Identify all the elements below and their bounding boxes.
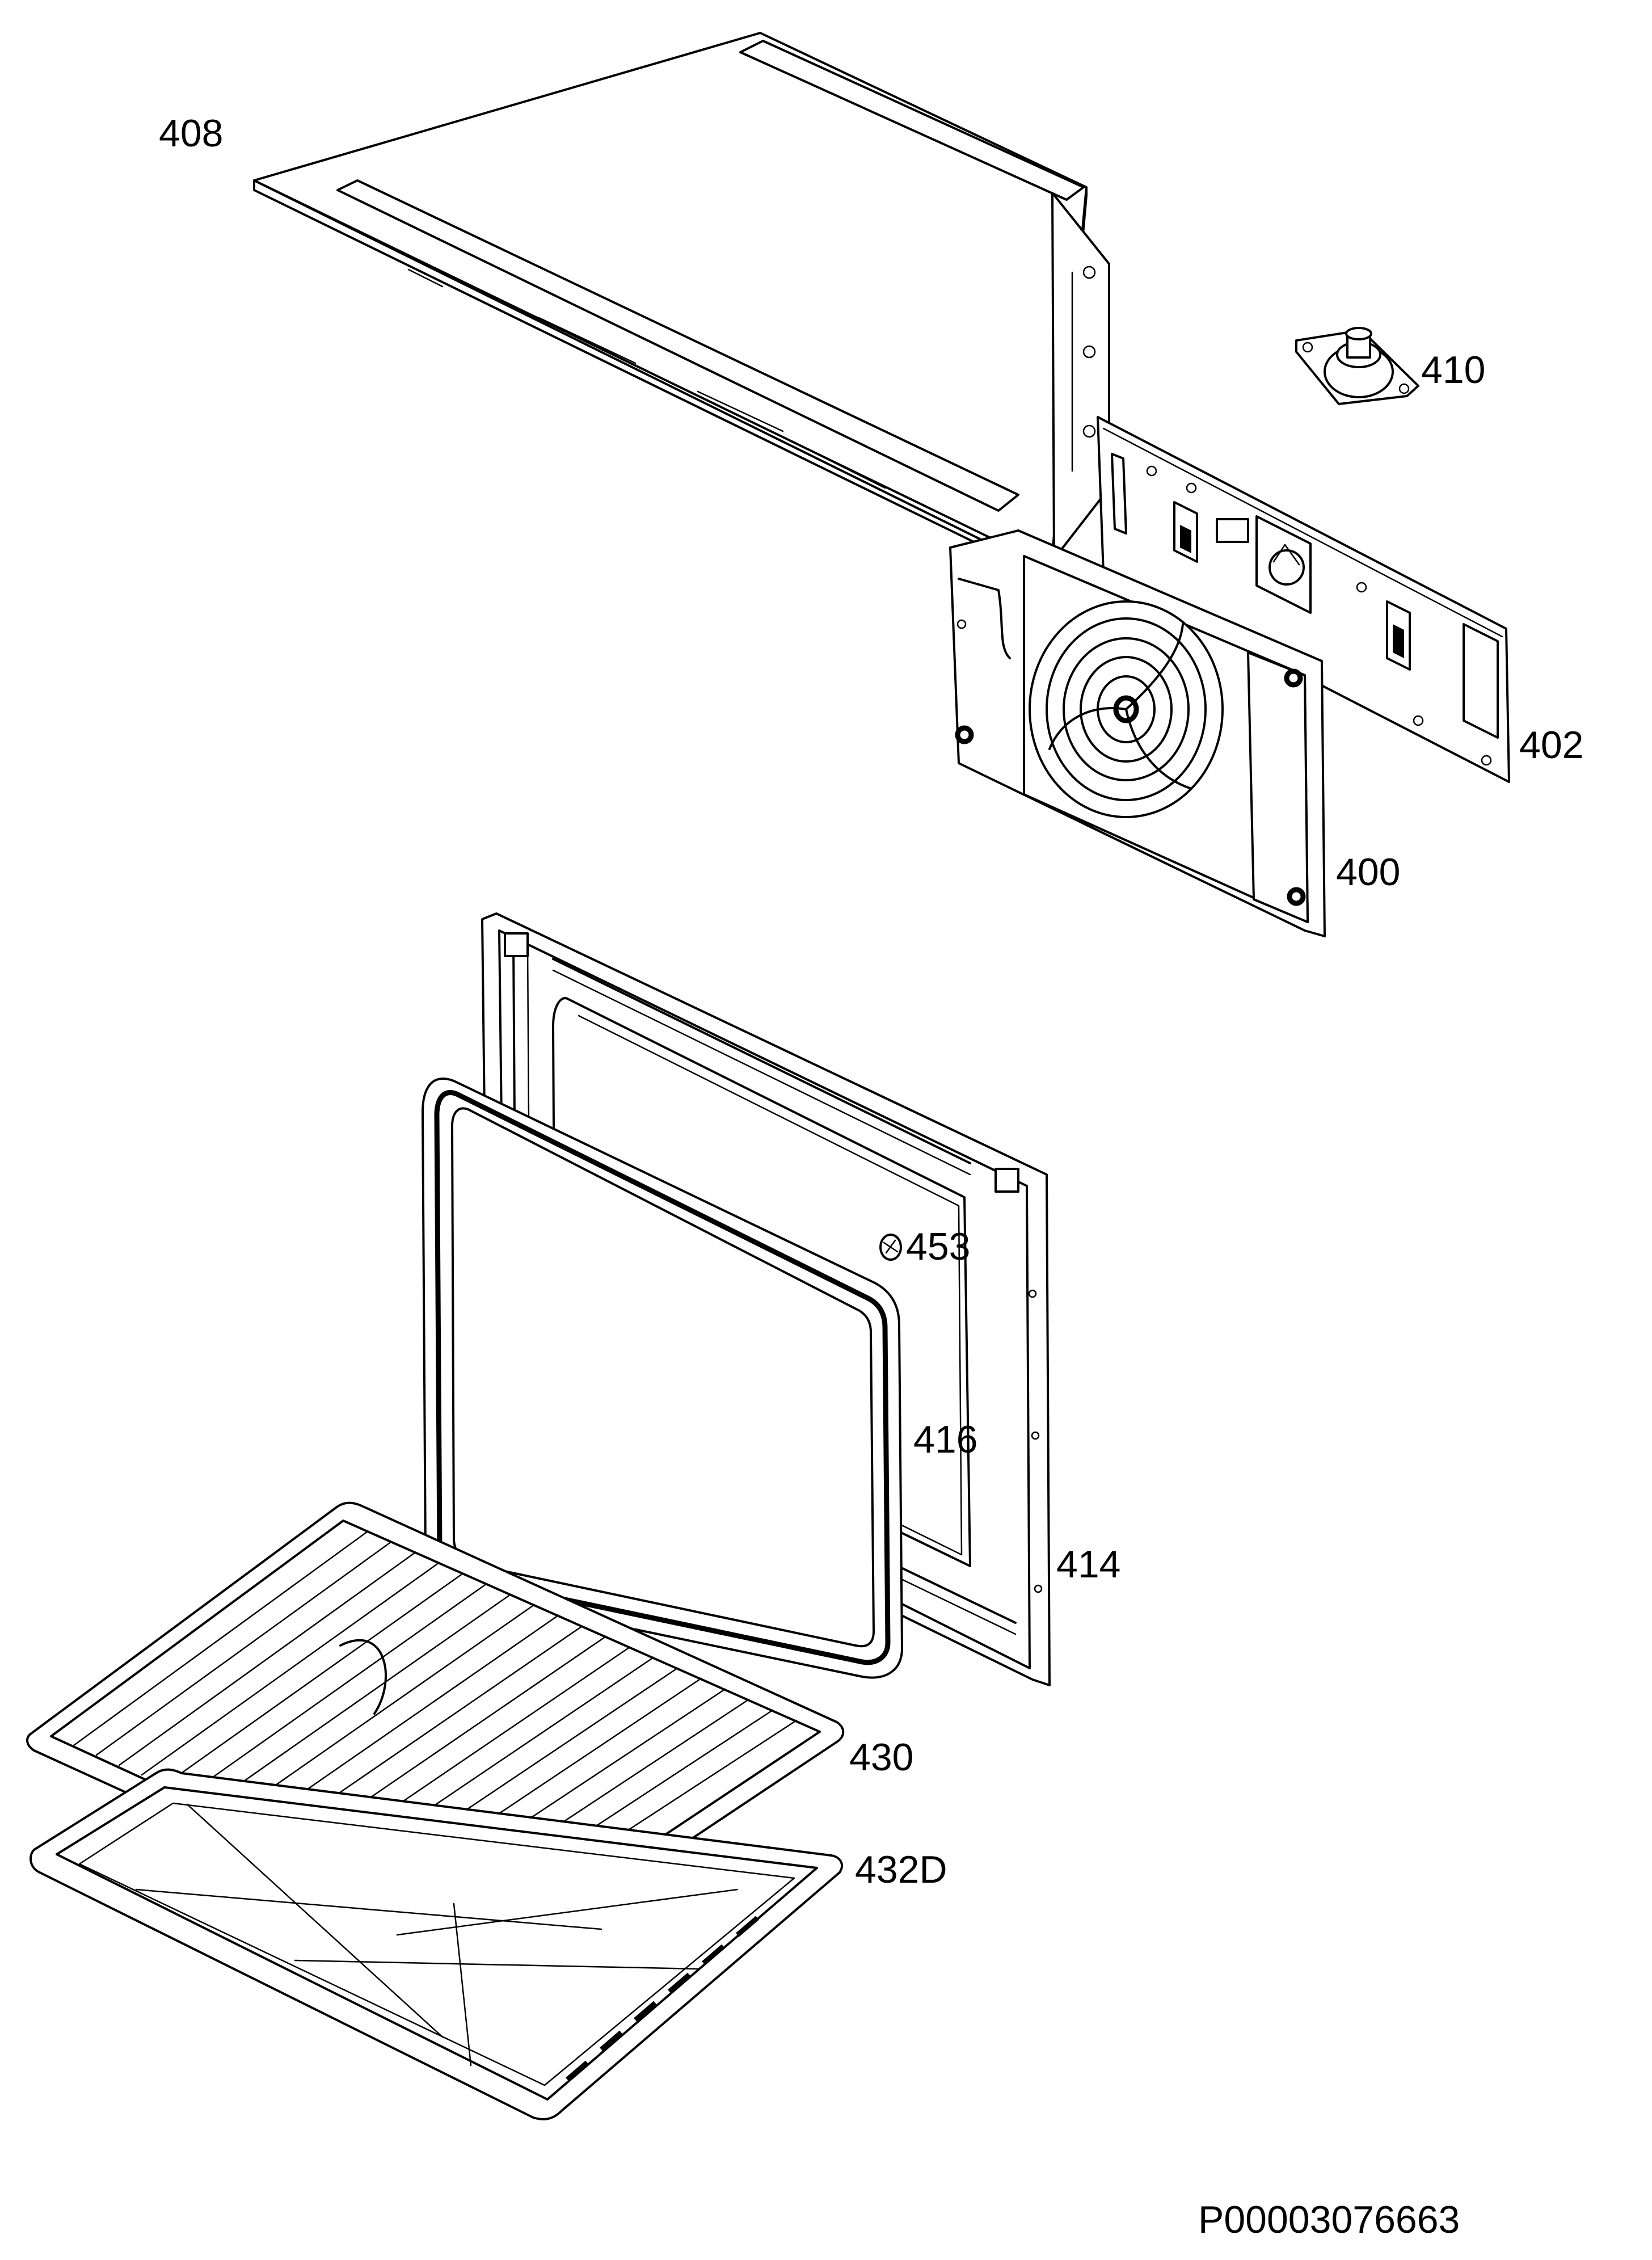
part-416-gasket <box>422 1078 903 1679</box>
part-labels: 408 410 402 400 453 416 414 430 432D <box>159 112 1583 1891</box>
label-408: 408 <box>159 112 223 155</box>
label-402: 402 <box>1519 723 1583 767</box>
label-453: 453 <box>906 1225 970 1268</box>
part-432d-baking-tray <box>30 1768 843 2120</box>
part-400-fan-cover <box>949 529 1326 937</box>
part-408-top-panel <box>253 32 1110 560</box>
part-402-back-panel <box>1097 416 1510 783</box>
label-410: 410 <box>1421 348 1485 392</box>
label-400: 400 <box>1336 851 1400 894</box>
document-number: P00003076663 <box>1198 2198 1460 2241</box>
part-453-screw <box>879 1234 902 1261</box>
label-414: 414 <box>1056 1543 1120 1586</box>
label-416: 416 <box>913 1418 977 1461</box>
label-430: 430 <box>849 1736 913 1779</box>
part-410-motor <box>1295 327 1419 405</box>
label-432d: 432D <box>855 1848 947 1891</box>
